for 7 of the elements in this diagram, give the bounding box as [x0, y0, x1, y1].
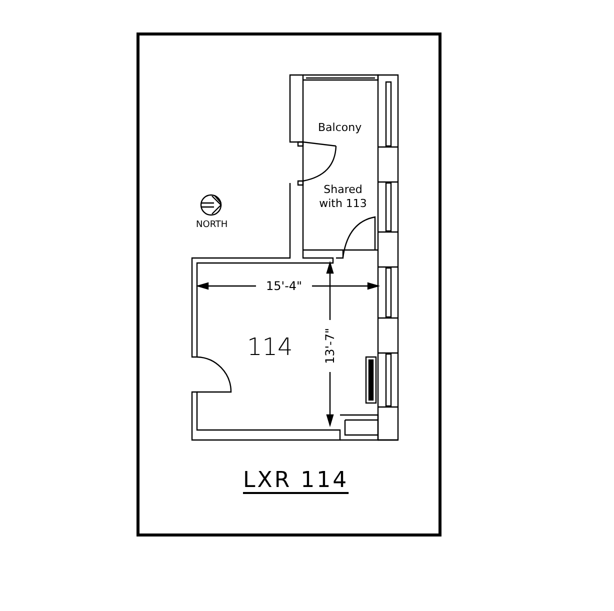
dimension-label: 15'-4" [266, 280, 302, 292]
room-label: Balcony [318, 122, 362, 132]
plan-title: LXR 114 [243, 470, 349, 492]
dimension-label: 13'-7" [324, 328, 336, 364]
compass-label: NORTH [196, 220, 228, 230]
room-number: 114 [247, 335, 293, 359]
room-label: Shared with 113 [318, 183, 368, 211]
